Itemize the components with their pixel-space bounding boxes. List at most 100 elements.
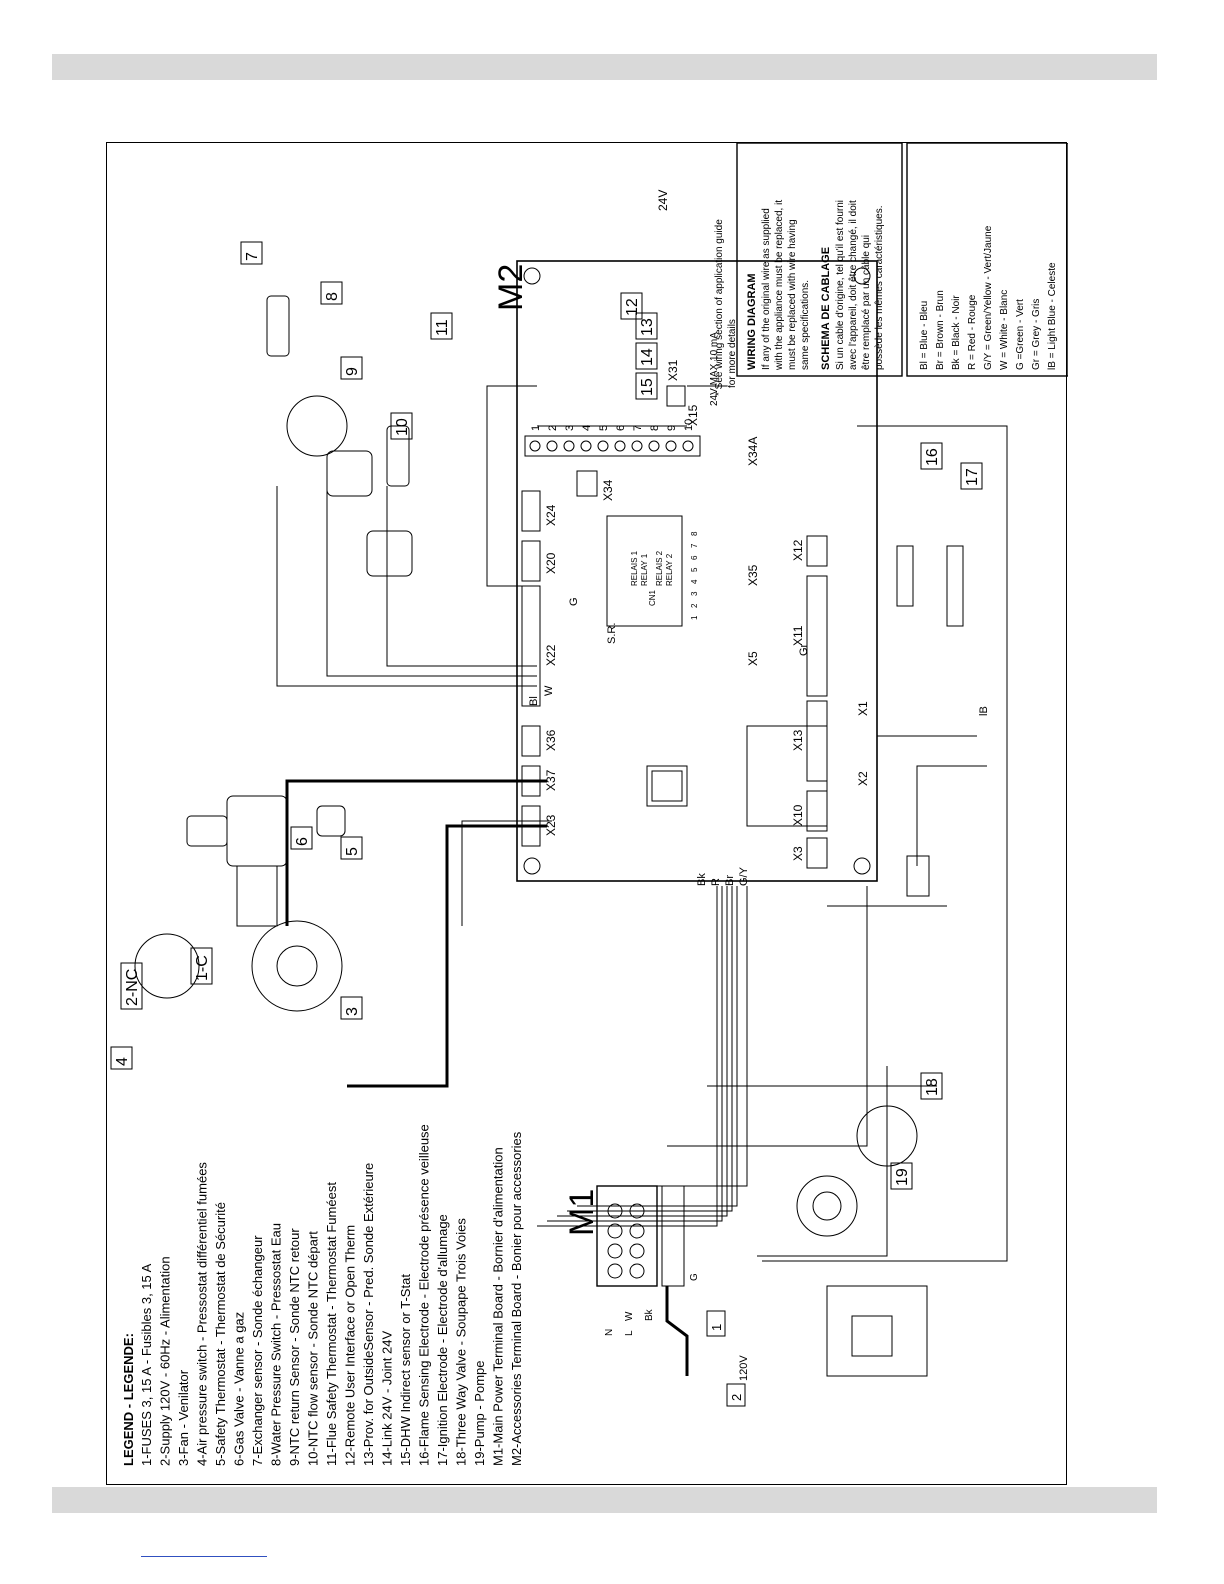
- m2-terminal-screw: [682, 440, 694, 452]
- header-band: [52, 54, 1157, 80]
- m2-terminal-number: 7: [632, 425, 644, 431]
- component-label: 2: [729, 1394, 744, 1401]
- relay2-fr-label: RELAIS 2: [655, 550, 664, 586]
- voltage-label-ma: 24V MAX 10 mA: [709, 332, 720, 406]
- component-number-box: [620, 292, 643, 320]
- wiring-harness: [276, 385, 1008, 1262]
- main-pcb: X3 X10 X13 X11 X12 X23 X37 X36 X22 X20 X…: [516, 260, 878, 882]
- m1-letter: L: [624, 1330, 635, 1336]
- relay1-label: RELAY 1: [640, 553, 649, 586]
- pcb-pin-number: 1: [690, 615, 699, 620]
- m1-letter: Bk: [644, 1308, 655, 1321]
- component-number-box: [290, 826, 313, 850]
- component-number: 16: [924, 448, 941, 466]
- footer-link-underline: [141, 1556, 267, 1557]
- component-number: 9: [344, 367, 361, 376]
- wiring-note-title: WIRING DIAGRAM: [746, 273, 758, 370]
- m2-terminal-screw: [529, 440, 541, 452]
- component-number: 5: [344, 847, 361, 856]
- m2-terminal-screw: [631, 440, 643, 452]
- color-key-item: Bl = Blue - Bleu: [919, 301, 930, 370]
- wire-color-label: G: [568, 597, 580, 606]
- wire-color-label: Gr: [798, 643, 810, 656]
- wiring-note-line: If any of the original wire as supplied: [761, 208, 772, 370]
- m2-terminal-number: 1: [530, 425, 542, 431]
- application-note-line: * See wiring section of application guid…: [714, 219, 725, 396]
- legend-item: 11-Flue Safety Thermostat - Thermostat F…: [324, 1182, 339, 1466]
- component-number-box: [190, 947, 213, 985]
- component-number-box: [960, 462, 983, 490]
- connector-x15: X15: [686, 404, 700, 426]
- component-number: 14: [639, 348, 656, 366]
- wiring-note-fr-line: Si un cable d'origine, tel qu'il est fou…: [835, 200, 846, 370]
- legend-item: M2-Accessories Terminal Board - Bonier p…: [509, 1131, 524, 1466]
- m2-terminal-screw: [665, 440, 677, 452]
- connector-x22: X22: [544, 644, 558, 666]
- wire-color-label: R: [710, 878, 722, 886]
- wiring-note-box: WIRING DIAGRAM If any of the original wi…: [736, 143, 903, 377]
- wiring-note-line: must be replaced with wire having: [787, 219, 798, 370]
- m2-terminal-number: 2: [547, 425, 559, 431]
- m2-terminal-number: 8: [649, 425, 661, 431]
- component-number: 7: [244, 252, 261, 261]
- m2-terminal-number: 5: [598, 425, 610, 431]
- m1-letter: N: [604, 1329, 615, 1336]
- wiring-note-fr-title: SCHEMA DE CABLAGE: [820, 247, 832, 370]
- connector-x20: X20: [544, 552, 558, 574]
- component-number: 18: [924, 1078, 941, 1096]
- legend-item: 3-Fan - Venilator: [176, 1369, 191, 1466]
- connector-x3: X3: [791, 846, 805, 861]
- component-number-box: [635, 342, 658, 370]
- wiring-note-line: same specifications.: [800, 280, 811, 370]
- legend-item: 7-Exchanger sensor - Sonde échangeur: [250, 1235, 265, 1466]
- component-number: 2-NC: [124, 969, 141, 1006]
- component-number: 3: [344, 1007, 361, 1016]
- component-number: 12: [624, 298, 641, 316]
- m2-terminal-screw: [546, 440, 558, 452]
- m1-letter: G: [689, 1273, 700, 1281]
- component-number: 13: [639, 318, 656, 336]
- m1-terminal-board: M1 1 2 120V N L W Bk G: [563, 1185, 750, 1407]
- component-number-box: [340, 996, 363, 1020]
- sr-label: S.R.: [606, 623, 618, 644]
- cn1-label: CN1: [648, 589, 657, 606]
- wire-color-label: Br: [724, 875, 736, 886]
- connector-x1: X1: [856, 701, 870, 716]
- component-number: 17: [964, 468, 981, 486]
- relay2-label: RELAY 2: [665, 553, 674, 586]
- component-number-box: [635, 312, 658, 340]
- color-key-item: R = Red - Rouge: [967, 294, 978, 370]
- connector-x37: X37: [544, 769, 558, 791]
- connector-x34a: X34A: [746, 437, 760, 466]
- component-number-box: [340, 836, 363, 860]
- component-number: 19: [894, 1168, 911, 1186]
- pcb-pin-number: 7: [690, 543, 699, 548]
- connector-x31: X31: [666, 359, 680, 381]
- component-number: 8: [324, 292, 341, 301]
- component-number: 4: [114, 1057, 131, 1066]
- m1-label: M1: [563, 1189, 601, 1236]
- component-number-box: [240, 241, 263, 265]
- component-number-box: [340, 356, 363, 380]
- component-number: 10: [394, 418, 411, 436]
- connector-x2: X2: [856, 771, 870, 786]
- legend-item: 17-Ignition Electrode - Electrode d'allu…: [435, 1214, 450, 1466]
- component-number: 6: [294, 837, 311, 846]
- color-key-item: Bk = Black - Noir: [951, 295, 962, 370]
- legend-item: M1-Main Power Terminal Board - Bornier d…: [491, 1147, 506, 1466]
- application-note-line: for more details: [727, 319, 738, 388]
- m2-terminal-number: 10: [683, 419, 695, 431]
- m2-terminal-screw: [597, 440, 609, 452]
- color-key-item: G/Y = Green/Yellow - Vert/Jaune: [983, 225, 994, 370]
- legend-item: 14-Link 24V - Joint 24V: [380, 1331, 395, 1466]
- wiring-note-fr-line: être remplacé par un câble qui: [861, 235, 872, 370]
- connector-x24: X24: [544, 504, 558, 526]
- connector-x5: X5: [746, 651, 760, 666]
- legend: LEGEND - LEGENDE: 1-FUSES 3, 15 A - Fusi…: [121, 1124, 524, 1466]
- component-number-box: [920, 1072, 943, 1100]
- wire-color-label: Bl: [528, 696, 540, 706]
- pcb-pin-number: 8: [690, 531, 699, 536]
- m2-terminal-screw: [563, 440, 575, 452]
